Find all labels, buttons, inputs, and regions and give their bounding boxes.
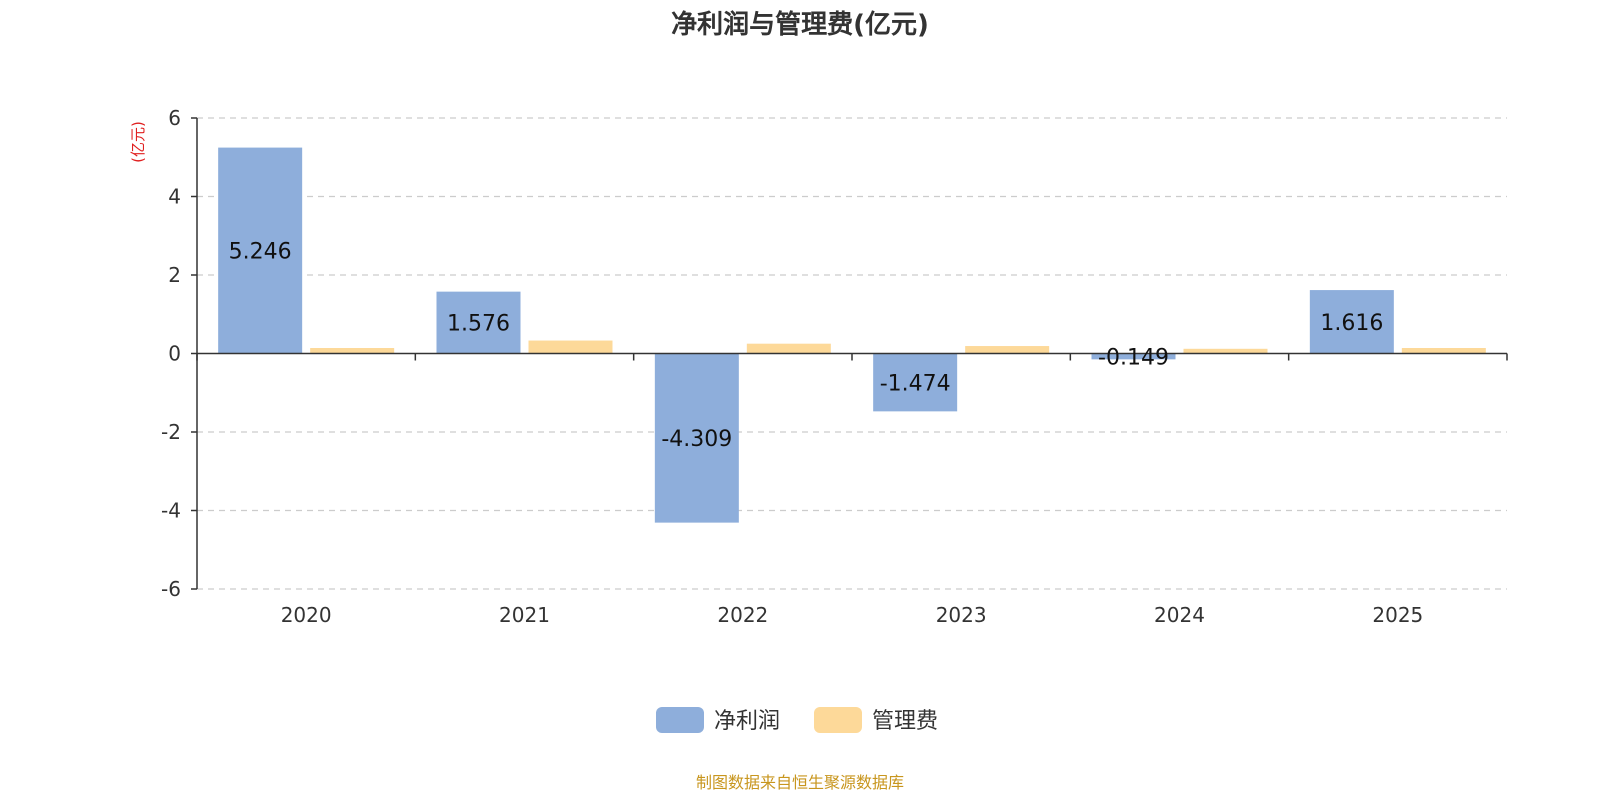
y-tick-label-2: 2 bbox=[168, 263, 181, 287]
y-tick-label-0: 6 bbox=[168, 106, 181, 130]
bar-净利润-2021 bbox=[436, 291, 521, 354]
data-label-净利润-2021: 1.576 bbox=[447, 312, 510, 337]
data-label-净利润-2023: -1.474 bbox=[880, 371, 951, 396]
y-tick-label-1: 4 bbox=[168, 185, 181, 209]
legend-label-净利润[interactable]: 净利润 bbox=[714, 709, 780, 734]
bar-管理费-2020 bbox=[310, 348, 395, 354]
bar-净利润-2023 bbox=[873, 353, 958, 412]
y-axis-unit-label: (亿元) bbox=[129, 121, 147, 163]
x-tick-label-2025: 2025 bbox=[1372, 603, 1423, 627]
source-note: 制图数据来自恒生聚源数据库 bbox=[696, 773, 904, 792]
legend-swatch-净利润[interactable] bbox=[656, 707, 704, 733]
x-tick-label-2024: 2024 bbox=[1154, 603, 1205, 627]
bar-管理费-2025 bbox=[1401, 348, 1486, 354]
x-tick-label-2022: 2022 bbox=[717, 603, 768, 627]
y-tick-label-4: -2 bbox=[161, 420, 181, 444]
legend-label-管理费[interactable]: 管理费 bbox=[872, 709, 938, 734]
data-labels: 5.246 1.576 -4.309 -1.474 -0.149 1.616 bbox=[229, 240, 1384, 453]
x-tick-label-2020: 2020 bbox=[281, 603, 332, 627]
data-label-净利润-2020: 5.246 bbox=[229, 240, 292, 265]
grid-lines bbox=[197, 117, 1507, 590]
data-label-净利润-2022: -4.309 bbox=[661, 427, 732, 452]
bars bbox=[218, 147, 1486, 523]
legend-swatch-管理费[interactable] bbox=[814, 707, 862, 733]
x-tick-label-2021: 2021 bbox=[499, 603, 550, 627]
bar-管理费-2023 bbox=[965, 346, 1050, 354]
bar-管理费-2024 bbox=[1183, 348, 1268, 354]
y-tick-label-5: -4 bbox=[161, 499, 181, 523]
x-tick-label-2023: 2023 bbox=[936, 603, 987, 627]
data-label-净利润-2024: -0.149 bbox=[1098, 345, 1169, 370]
y-tick-label-3: 0 bbox=[168, 342, 181, 366]
bar-净利润-2025 bbox=[1309, 290, 1394, 354]
chart-title: 净利润与管理费(亿元) bbox=[671, 9, 929, 40]
bar-管理费-2021 bbox=[528, 340, 613, 354]
bar-净利润-2022 bbox=[654, 353, 739, 523]
y-tick-label-6: -6 bbox=[161, 577, 181, 601]
axes: 6 4 2 0 -2 -4 -6 2020 2021 2022 2023 2024 2025 bbox=[161, 106, 1508, 627]
legend: 净利润 管理费 bbox=[656, 707, 938, 734]
bar-管理费-2022 bbox=[746, 343, 831, 354]
bar-净利润-2020 bbox=[218, 147, 303, 354]
data-label-净利润-2025: 1.616 bbox=[1320, 311, 1383, 336]
bar-净利润-2024 bbox=[1091, 353, 1176, 360]
